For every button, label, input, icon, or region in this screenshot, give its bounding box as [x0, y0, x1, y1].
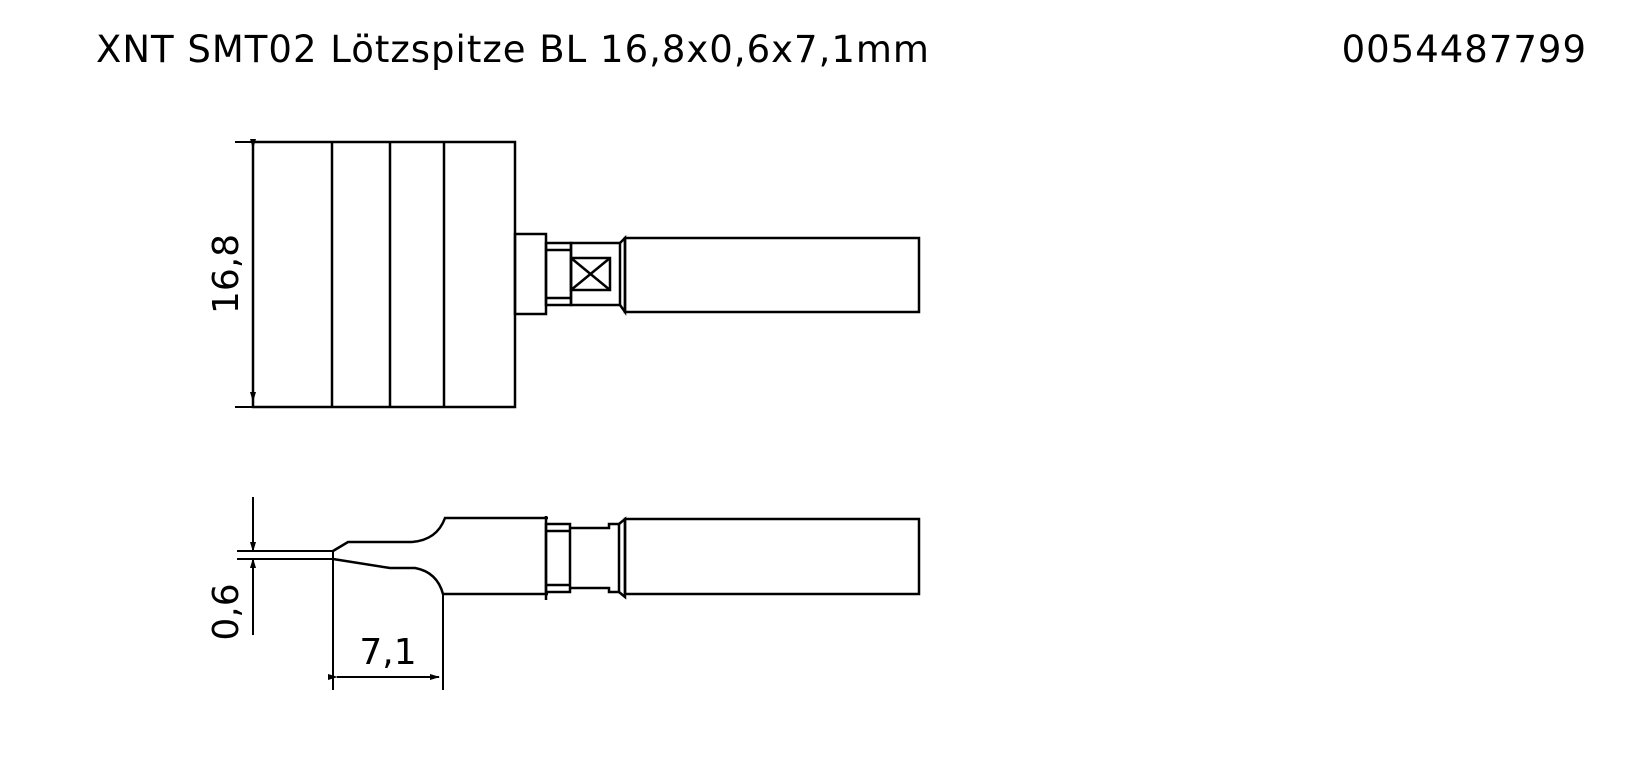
side-view [237, 516, 921, 690]
dimension-label-width: 16,8 [206, 234, 247, 314]
cross-box [569, 256, 612, 292]
shaft [623, 517, 921, 596]
dimension-label-length: 7,1 [359, 632, 416, 673]
drawing-title: XNT SMT02 Lötzspitze BL 16,8x0,6x7,1mm [96, 28, 930, 71]
article-number: 0054487799 [1341, 28, 1587, 71]
connector-stub [513, 232, 548, 316]
dimension-length: 7,1 [328, 632, 440, 680]
dimension-width: 16,8 [206, 139, 256, 402]
tip-lower-profile [332, 557, 548, 596]
dimension-label-thickness: 0,6 [206, 583, 247, 640]
blade-outline [251, 140, 517, 409]
tip-upper-profile [332, 516, 548, 553]
shaft [623, 236, 921, 314]
top-view [235, 140, 921, 409]
